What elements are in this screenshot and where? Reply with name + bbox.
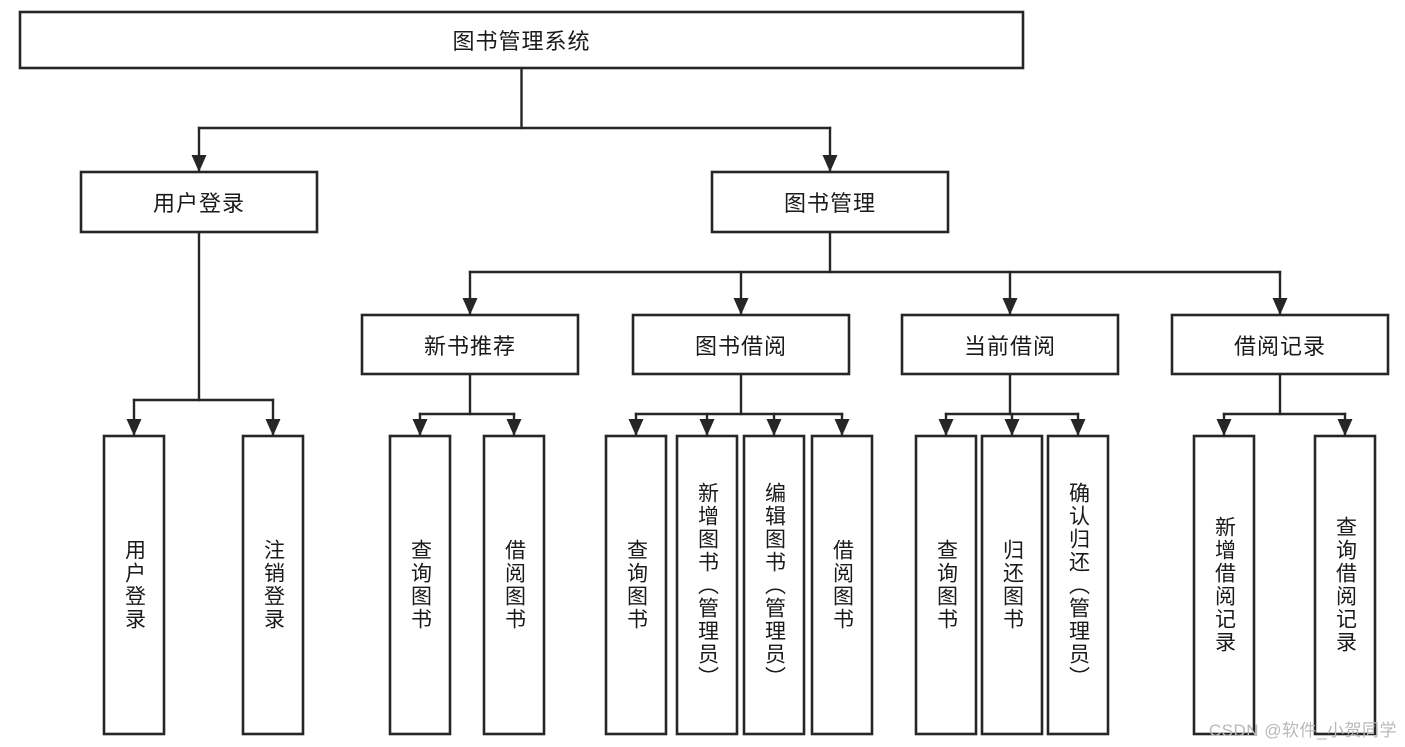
- arrow-head-icon: [412, 419, 428, 436]
- node-box-leaf-query-book-2[interactable]: [604, 434, 668, 736]
- arrow-head-icon: [766, 419, 782, 436]
- arrow-head-icon: [733, 298, 749, 315]
- arrow-head-icon: [1002, 298, 1018, 315]
- node-box-user-login[interactable]: [79, 170, 319, 234]
- node-box-leaf-return-book[interactable]: [980, 434, 1044, 736]
- node-box-leaf-query-book-1[interactable]: [388, 434, 452, 736]
- node-box-leaf-confirm-return[interactable]: [1046, 434, 1110, 736]
- arrow-head-icon: [822, 155, 838, 172]
- arrow-head-icon: [506, 419, 522, 436]
- node-box-leaf-edit-book[interactable]: [742, 434, 806, 736]
- node-box-book-manage[interactable]: [710, 170, 950, 234]
- node-box-leaf-user-login[interactable]: [102, 434, 166, 736]
- node-box-new-book-rec[interactable]: [360, 313, 580, 376]
- node-box-leaf-add-book[interactable]: [675, 434, 739, 736]
- arrow-head-icon: [1070, 419, 1086, 436]
- node-box-root[interactable]: [18, 10, 1025, 70]
- arrow-head-icon: [1216, 419, 1232, 436]
- node-box-current-borrow[interactable]: [900, 313, 1120, 376]
- arrow-head-icon: [462, 298, 478, 315]
- node-box-leaf-query-book-3[interactable]: [914, 434, 978, 736]
- arrow-head-icon: [126, 419, 142, 436]
- node-box-leaf-borrow-book-2[interactable]: [810, 434, 874, 736]
- box-layer: [18, 10, 1390, 736]
- arrow-head-icon: [628, 419, 644, 436]
- arrow-head-icon: [1272, 298, 1288, 315]
- arrow-head-icon: [265, 419, 281, 436]
- arrow-head-icon: [699, 419, 715, 436]
- arrow-head-icon: [191, 155, 207, 172]
- arrow-head-icon: [1004, 419, 1020, 436]
- arrow-head-icon: [938, 419, 954, 436]
- node-box-leaf-borrow-book-1[interactable]: [482, 434, 546, 736]
- node-box-book-borrow[interactable]: [631, 313, 851, 376]
- node-box-borrow-record[interactable]: [1170, 313, 1390, 376]
- connector-layer: [126, 66, 1353, 438]
- node-box-leaf-user-logout[interactable]: [241, 434, 305, 736]
- node-box-leaf-query-record[interactable]: [1313, 434, 1377, 736]
- node-box-leaf-add-record[interactable]: [1192, 434, 1256, 736]
- arrow-head-icon: [834, 419, 850, 436]
- arrow-head-icon: [1337, 419, 1353, 436]
